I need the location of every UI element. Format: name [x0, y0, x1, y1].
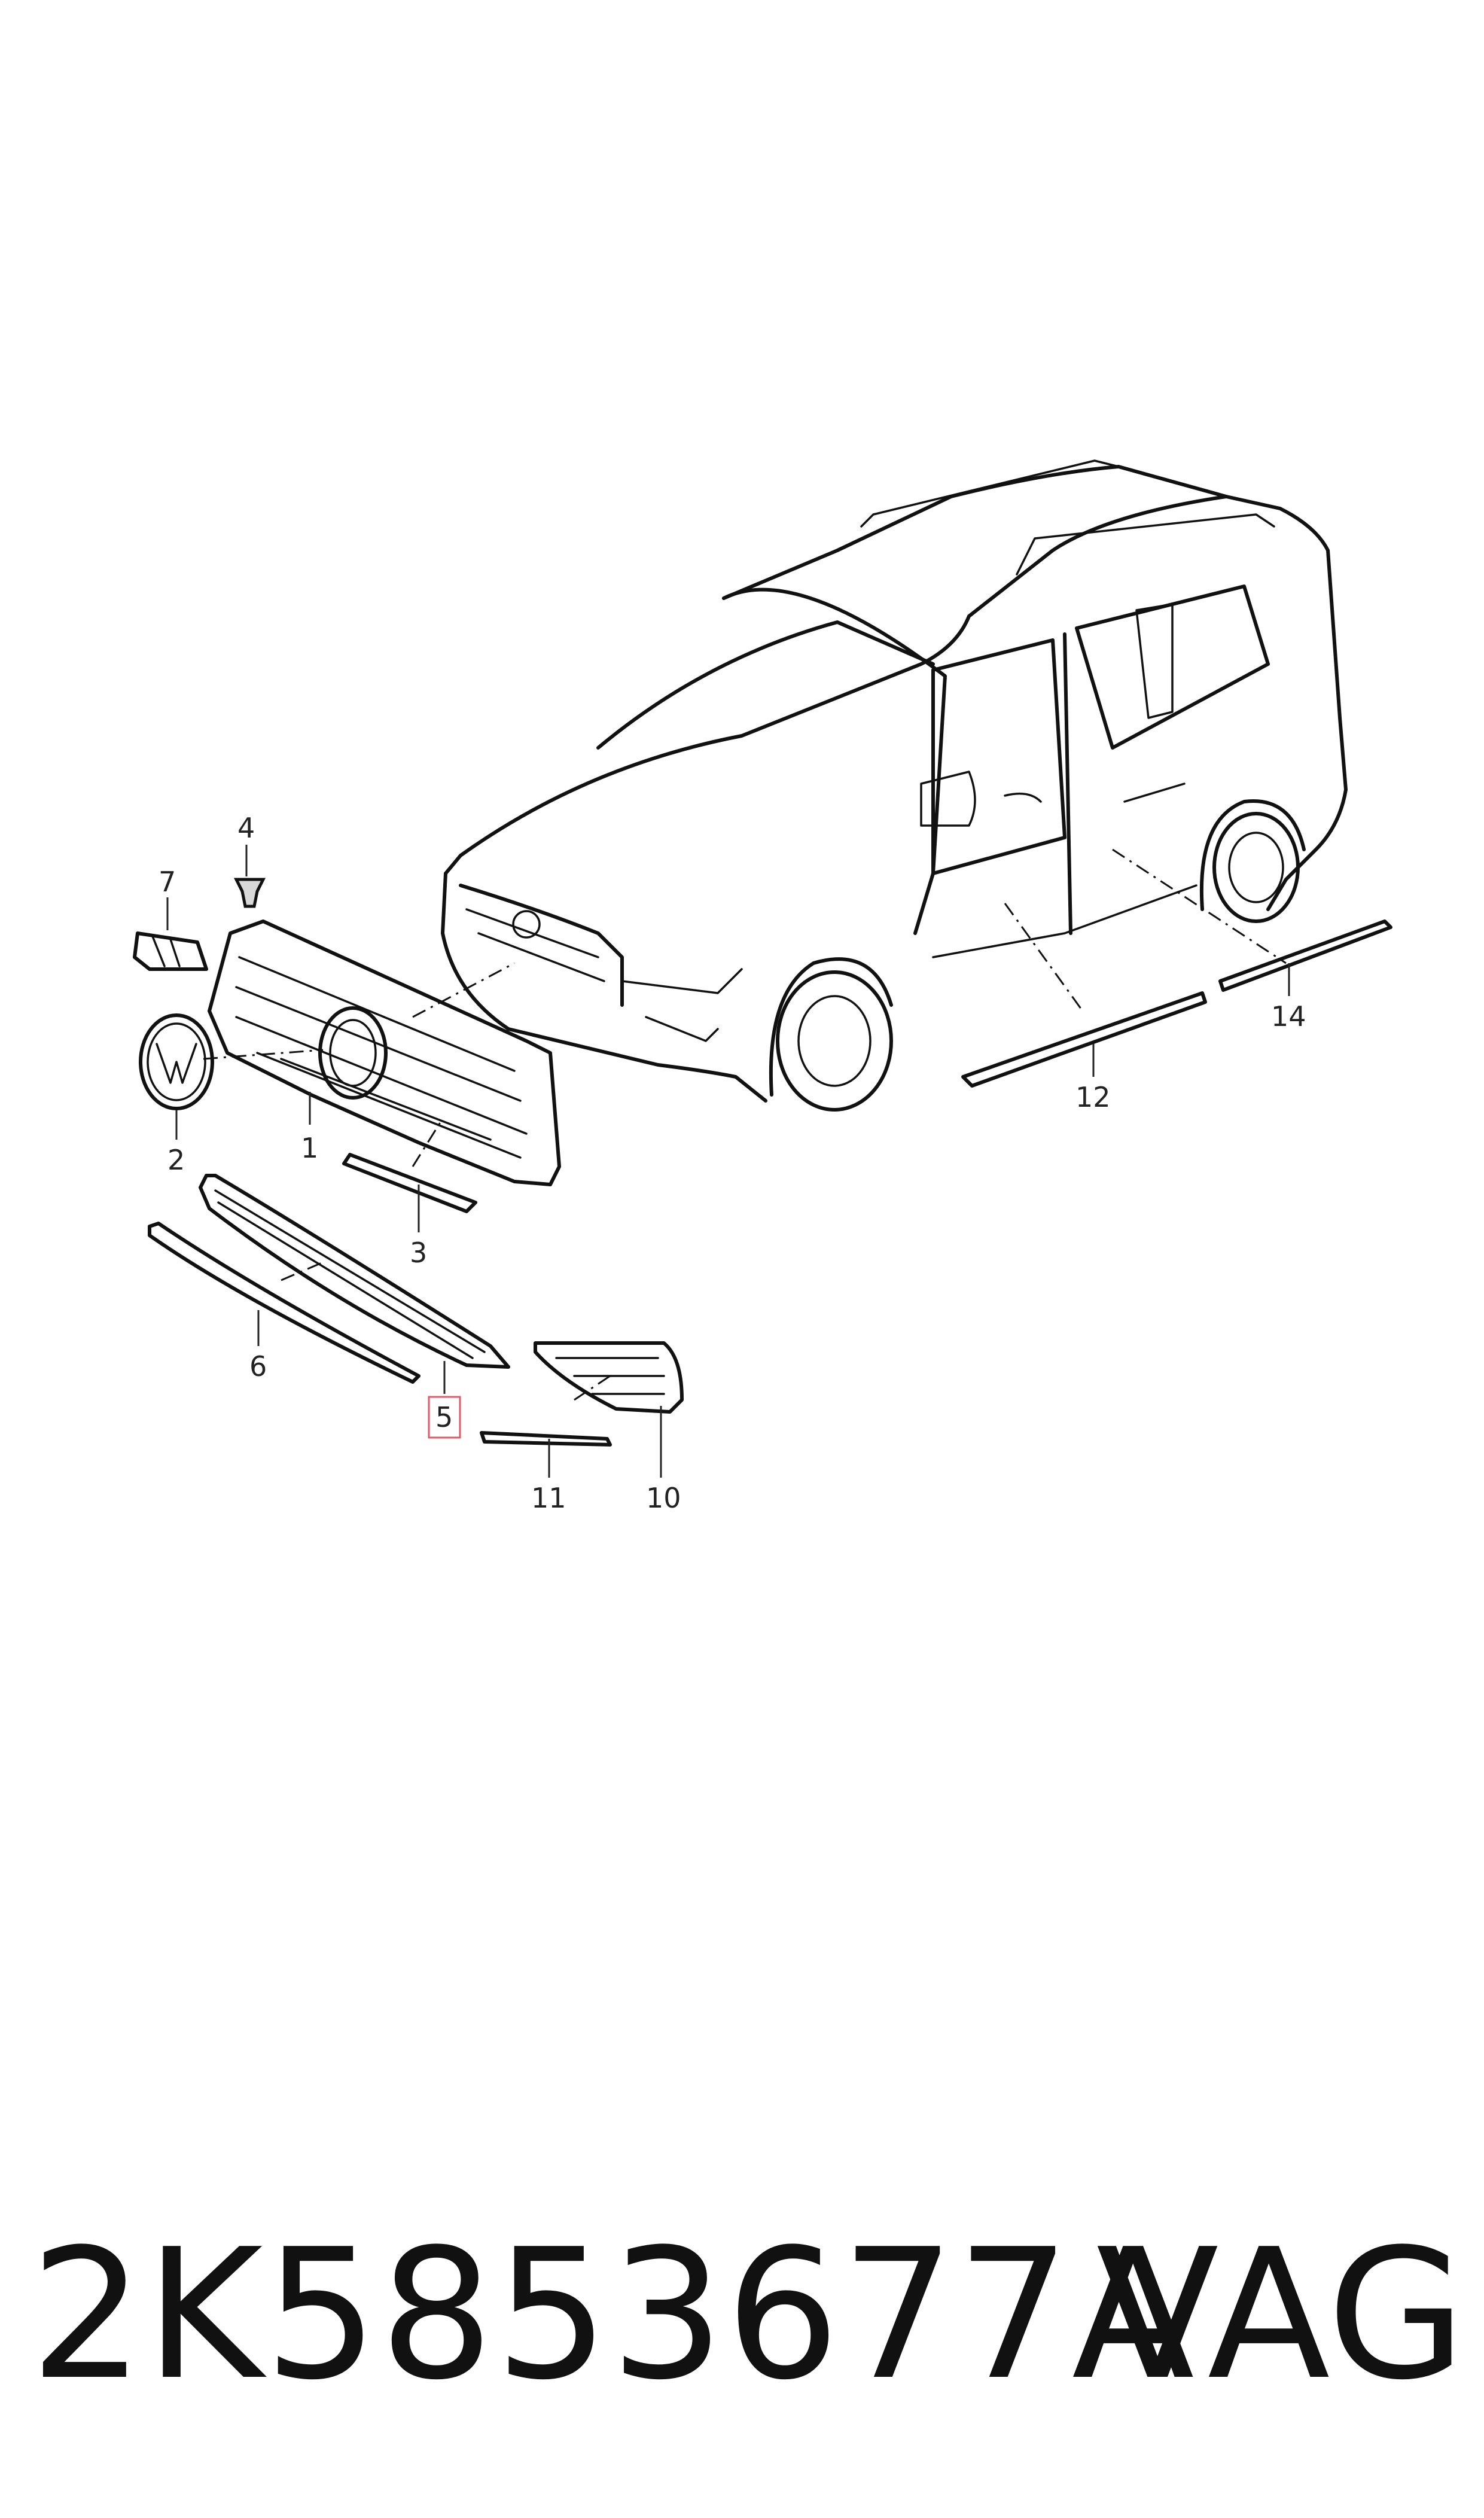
- callout-3: 3: [410, 1237, 427, 1269]
- emblem: [139, 1013, 214, 1110]
- parts-diagram: 4 7 1 2 3 6 5 11 10 12 14: [133, 459, 1392, 1514]
- callout-5: 5: [435, 1401, 453, 1433]
- callout-10: 10: [646, 1482, 681, 1514]
- radiator-grille: [208, 919, 561, 1186]
- callout-11: 11: [531, 1482, 566, 1514]
- vehicle-illustration: [441, 459, 1348, 1112]
- callout-7: 7: [159, 866, 176, 898]
- callout-12: 12: [1075, 1081, 1111, 1113]
- fog-light-cover: [534, 1341, 684, 1414]
- bracket: [133, 931, 208, 971]
- callout-4: 4: [237, 812, 255, 844]
- leader-lines: [203, 848, 1287, 1401]
- side-molding-rear: [1218, 919, 1392, 992]
- callout-1: 1: [301, 1132, 318, 1164]
- part-number: 2K5853677A: [30, 2211, 1196, 2419]
- lower-grille: [199, 1174, 510, 1369]
- clip: [233, 878, 266, 908]
- trim-strip: [342, 1153, 477, 1213]
- callout-5-highlight: [428, 1396, 461, 1439]
- callout-14: 14: [1271, 1000, 1306, 1033]
- callout-6: 6: [249, 1350, 267, 1383]
- lower-trim: [148, 1222, 420, 1384]
- side-molding-front: [961, 991, 1207, 1088]
- callout-lines: [166, 845, 1290, 1478]
- callout-2: 2: [167, 1144, 185, 1176]
- fog-trim: [480, 1431, 612, 1447]
- brand-label: VAG: [1096, 2211, 1466, 2419]
